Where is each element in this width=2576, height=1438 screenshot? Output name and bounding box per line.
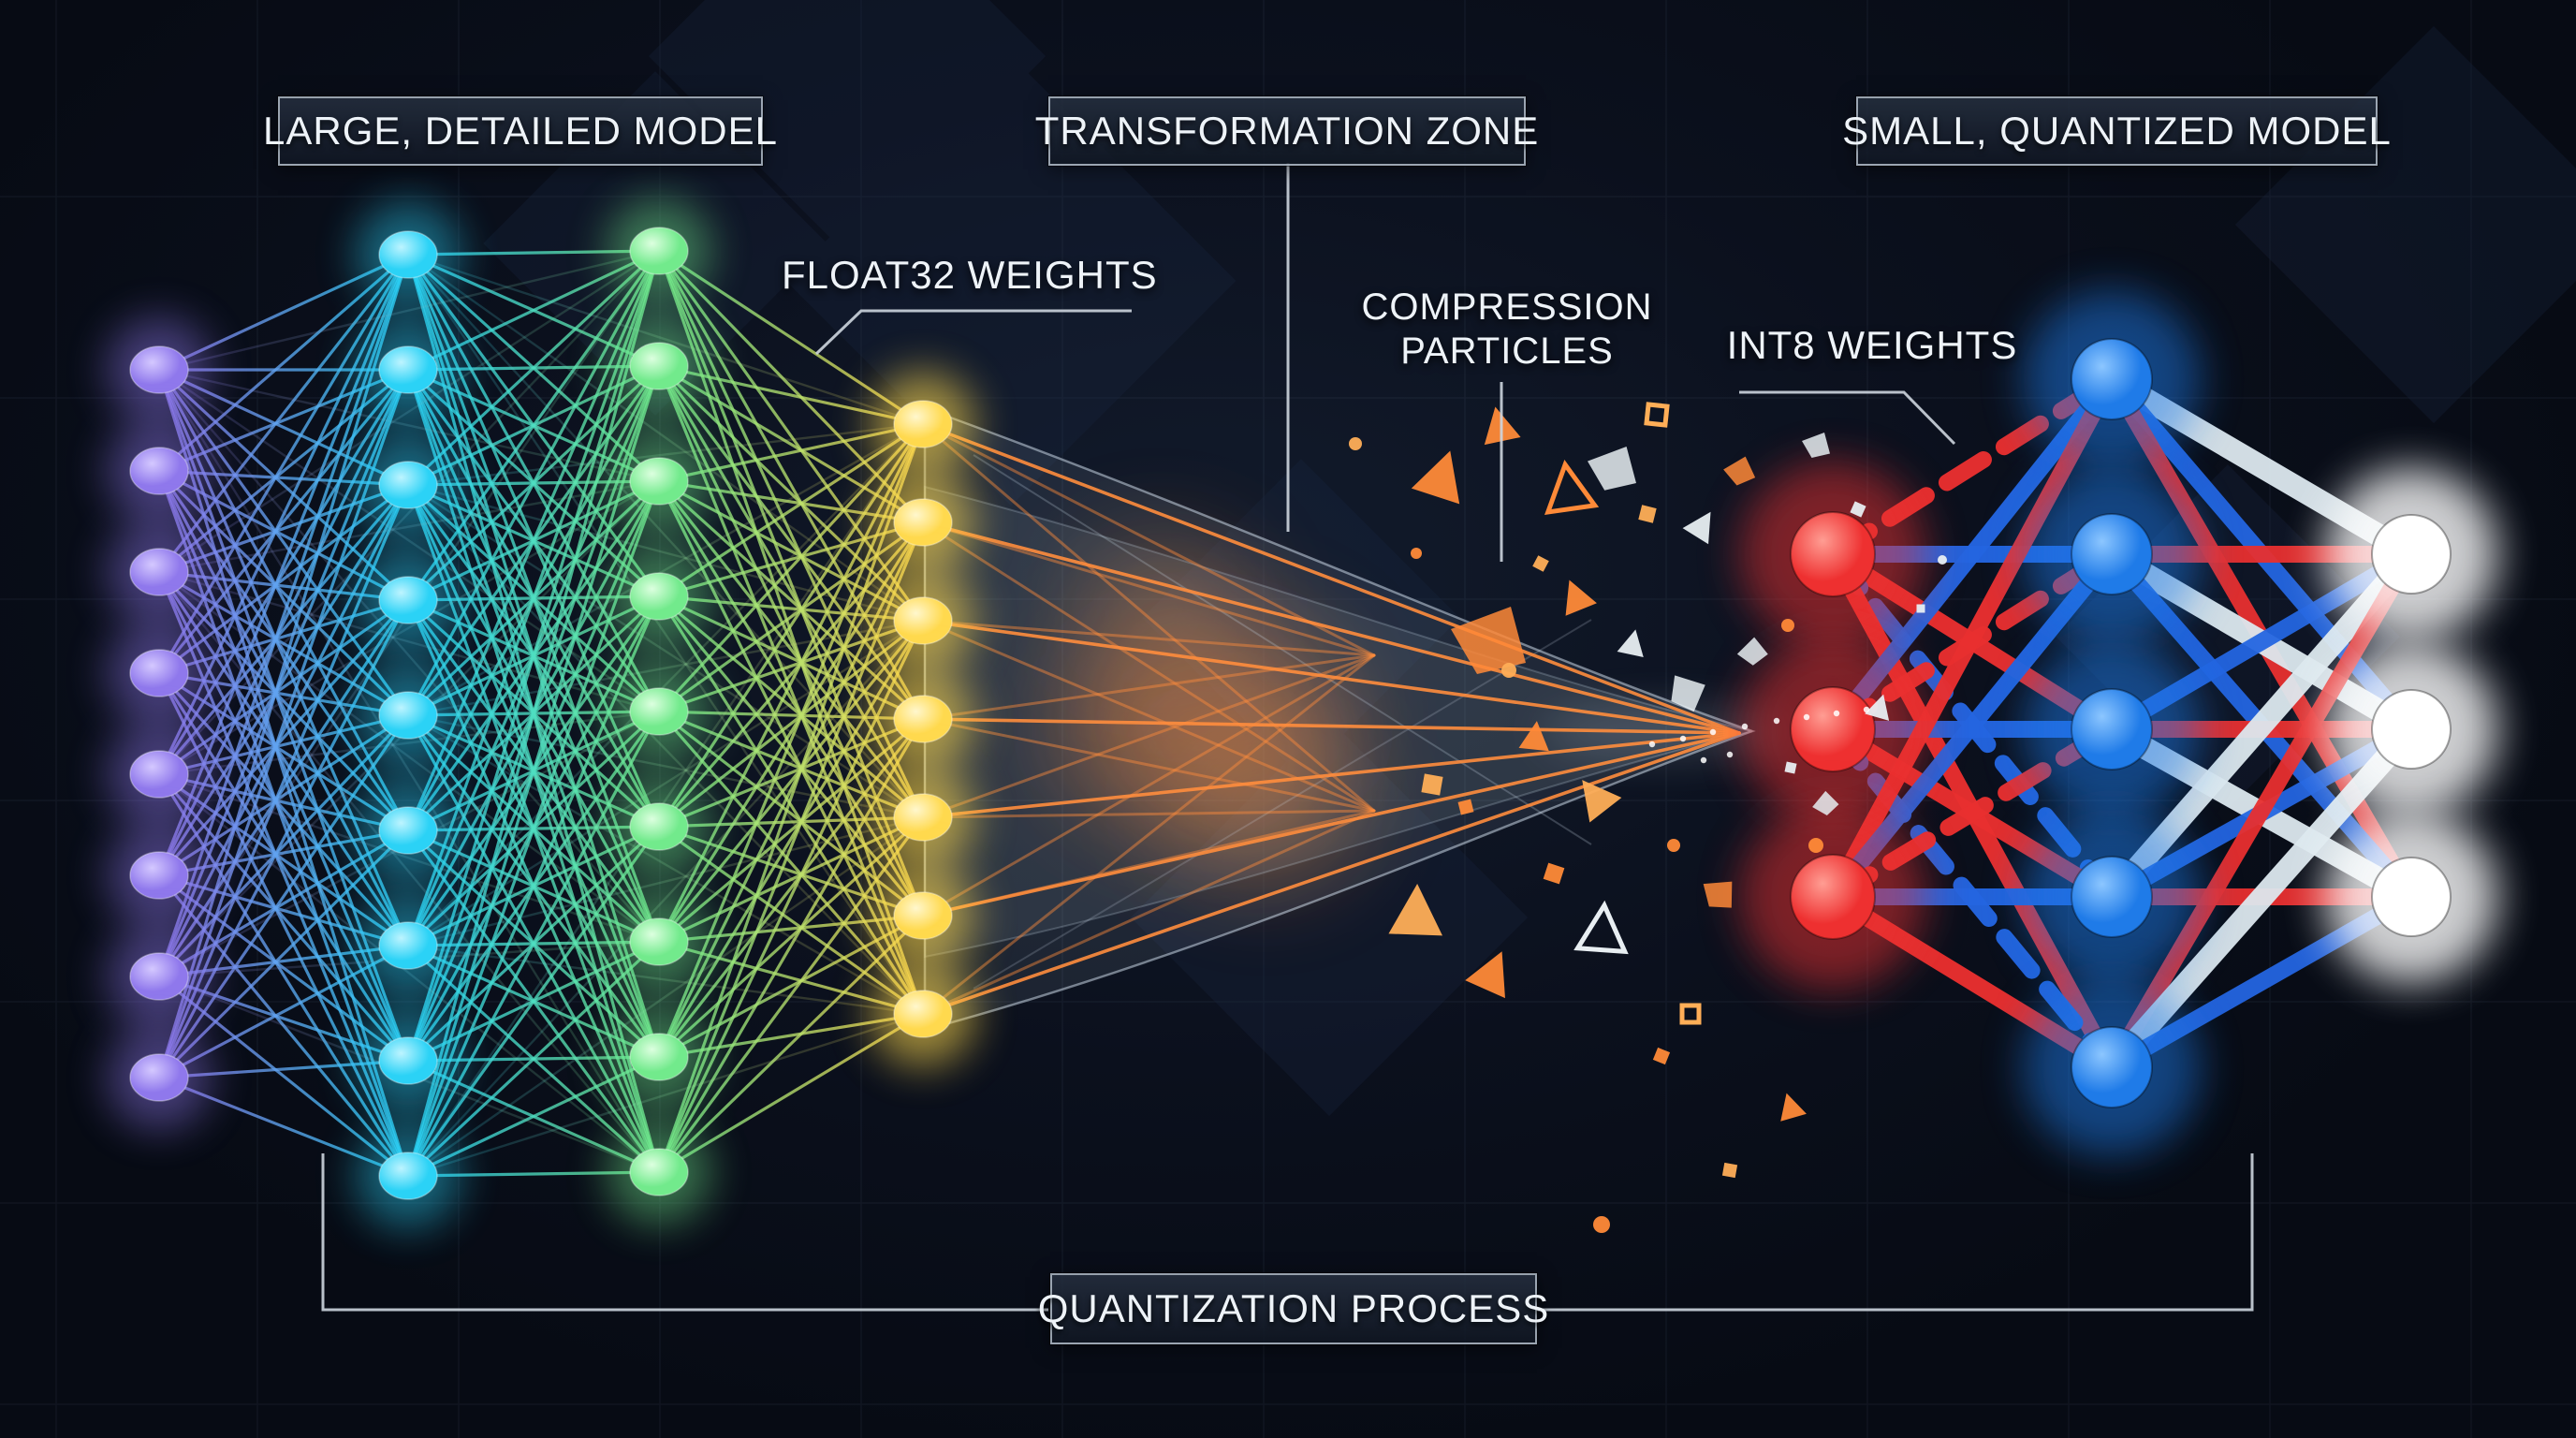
neuron-node [629, 687, 689, 736]
glass-funnel [923, 406, 1783, 1032]
quantization-process-title: QUANTIZATION PROCESS [1037, 1286, 1550, 1330]
transformation-zone-title: TRANSFORMATION ZONE [1034, 109, 1540, 153]
right-network-nodes [1740, 290, 2498, 1156]
float32-weights-label: FLOAT32 WEIGHTS [782, 253, 1158, 297]
neuron-node [629, 457, 689, 506]
neuron-node [2371, 857, 2452, 937]
neuron-node [129, 447, 189, 495]
neuron-node [378, 921, 438, 970]
neuron-node [1790, 511, 1876, 597]
neuron-node [378, 345, 438, 394]
large-model-title-box: LARGE, DETAILED MODEL [263, 96, 777, 166]
neuron-node [378, 1036, 438, 1085]
neuron-node [2071, 338, 2153, 420]
quantization-bracket-right [1535, 1153, 2254, 1312]
neuron-node [629, 917, 689, 966]
neuron-node [893, 990, 953, 1038]
neuron-node [129, 345, 189, 394]
compression-particles-label: COMPRESSION PARTICLES [1357, 286, 1657, 374]
neuron-node [129, 1053, 189, 1102]
neuron-node [2071, 513, 2153, 595]
float32-leader-line [814, 309, 1132, 356]
neuron-node [378, 806, 438, 855]
small-model-title: SMALL, QUANTIZED MODEL [1842, 109, 2392, 153]
neuron-node [893, 498, 953, 547]
neuron-node [893, 596, 953, 645]
transformation-zone-title-box: TRANSFORMATION ZONE [1035, 96, 1538, 166]
float32-weight-rays [921, 422, 1741, 1016]
neuron-node [629, 802, 689, 851]
neuron-node [129, 952, 189, 1001]
neuron-node [1790, 686, 1876, 772]
neuron-node [129, 649, 189, 697]
neuron-node [893, 891, 953, 940]
neuron-node [2071, 1026, 2153, 1108]
neuron-node [893, 695, 953, 743]
neuron-node [629, 227, 689, 275]
neuron-node [2071, 856, 2153, 938]
neuron-node [129, 750, 189, 799]
neuron-node [378, 691, 438, 740]
neuron-node [378, 461, 438, 509]
large-model-title: LARGE, DETAILED MODEL [262, 109, 779, 153]
neuron-node [629, 572, 689, 621]
annotation-lines [321, 163, 2254, 1312]
neuron-node [629, 1148, 689, 1196]
compression-particles-label-line2: PARTICLES [1400, 330, 1614, 372]
compression-particles [1349, 402, 1947, 1233]
int8-weights-label: INT8 WEIGHTS [1726, 323, 2018, 367]
neuron-node [1790, 854, 1876, 940]
neuron-node [893, 793, 953, 842]
left-network-nodes [107, 198, 975, 1228]
neuron-node [2071, 688, 2153, 770]
quantization-process-box: QUANTIZATION PROCESS [1038, 1273, 1548, 1344]
quantization-bracket-left [321, 1153, 1048, 1312]
small-model-title-box: SMALL, QUANTIZED MODEL [1842, 96, 2391, 166]
neuron-node [378, 576, 438, 624]
compression-particles-label-line1: COMPRESSION [1361, 286, 1653, 328]
neuron-node [129, 851, 189, 900]
neuron-node [893, 400, 953, 448]
neuron-node [378, 1152, 438, 1200]
neuron-node [2371, 689, 2452, 770]
neuron-node [629, 1033, 689, 1081]
left-network-connections [157, 249, 925, 1178]
int8-leader-line [1739, 390, 1956, 446]
neuron-node [2371, 514, 2452, 594]
neuron-node [378, 230, 438, 279]
neuron-node [629, 342, 689, 390]
neuron-node [129, 548, 189, 596]
